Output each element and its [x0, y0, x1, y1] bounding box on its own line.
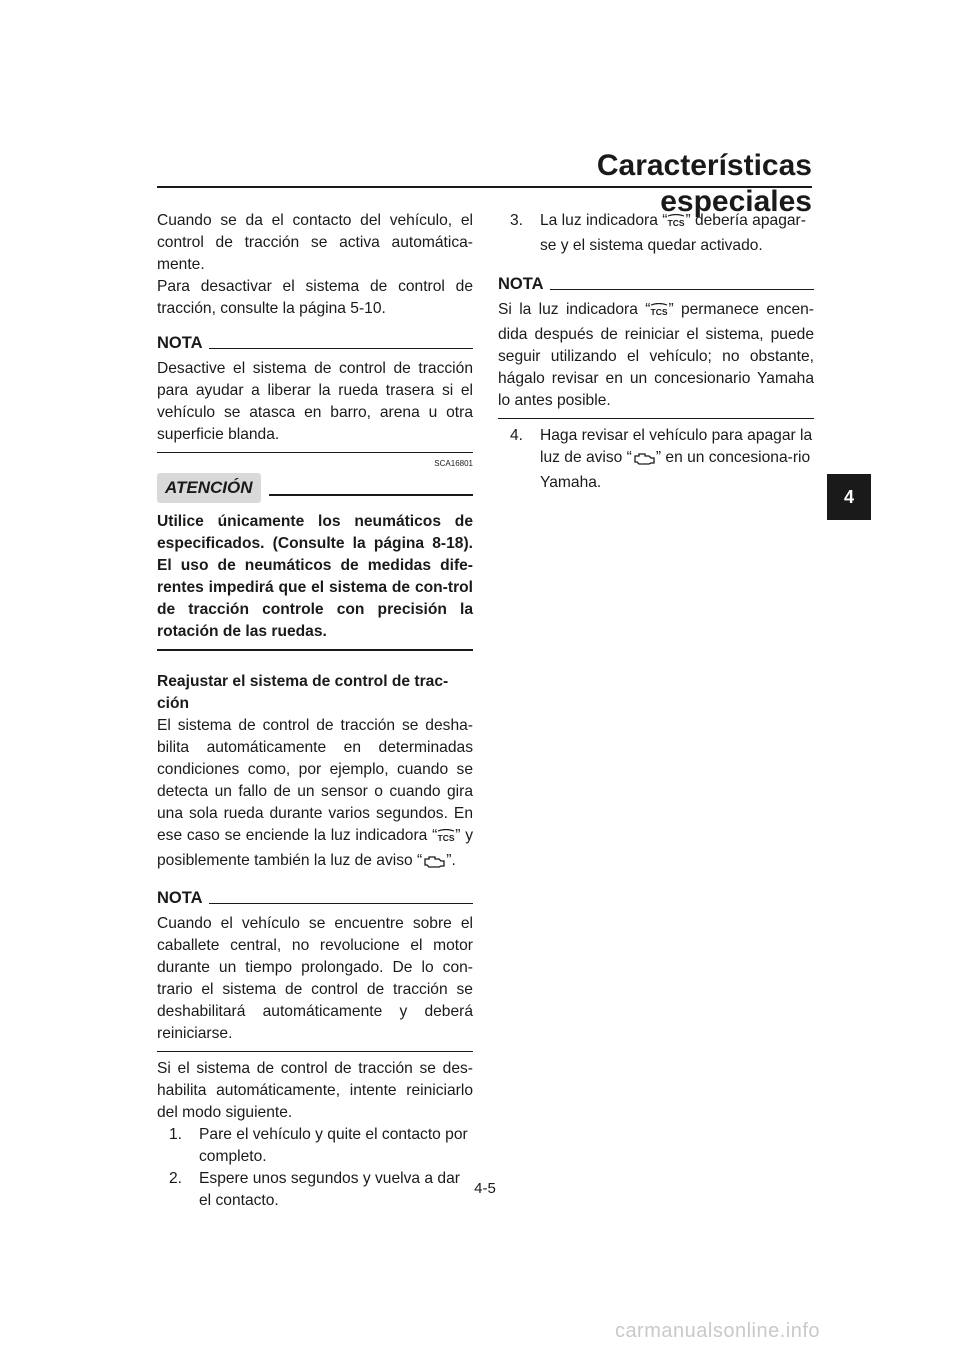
nota-rule: [549, 289, 814, 290]
watermark: carmanualsonline.info: [614, 1320, 820, 1342]
nota-rule: [208, 348, 473, 349]
nota-label: NOTA: [157, 889, 203, 907]
nota-label: NOTA: [157, 334, 203, 352]
step-text: La luz indicadora “TCS” debería apagar-s…: [540, 212, 806, 254]
nota-text-1: Desactive el sistema de control de tracc…: [157, 360, 473, 443]
engine-warning-icon: [422, 853, 446, 875]
caution-code: SCA16801: [434, 459, 473, 468]
tcs-indicator-icon: TCS: [667, 213, 685, 235]
nota-header-2: NOTA: [157, 889, 473, 907]
atencion-header: ATENCIÓN: [157, 473, 473, 503]
engine-warning-icon: [632, 450, 656, 472]
atencion-end-rule: [157, 649, 473, 651]
nota-header-1: NOTA: [157, 334, 473, 352]
step-number: 1.: [169, 1126, 183, 1143]
deactivate-paragraph: Para desactivar el sistema de control de…: [157, 278, 473, 317]
nota-text-3: Si la luz indicadora “TCS” permanece enc…: [498, 301, 814, 409]
step-text: Haga revisar el vehículo para apagar la …: [540, 427, 813, 491]
step-number: 4.: [510, 427, 524, 444]
nota-label: NOTA: [498, 275, 544, 293]
nota-text-2: Cuando el vehículo se encuentre sobre el…: [157, 915, 473, 1042]
restart-paragraph: Si el sistema de control de tracción se …: [157, 1060, 473, 1121]
page-title: Características especiales: [596, 149, 812, 218]
step-number: 2.: [169, 1170, 183, 1187]
atencion-label: ATENCIÓN: [157, 473, 261, 503]
nota-end-rule: [498, 418, 814, 419]
title-rule: [157, 186, 812, 188]
step-item: 2. Espere unos segundos y vuelva a dar e…: [157, 1168, 473, 1212]
svg-text:TCS: TCS: [438, 833, 455, 843]
right-column: 3. La luz indicadora “TCS” debería apaga…: [498, 210, 814, 494]
tcs-indicator-icon: TCS: [437, 828, 455, 850]
nota-rule: [208, 903, 473, 904]
chapter-tab: 4: [827, 474, 871, 520]
tcs-indicator-icon: TCS: [650, 302, 668, 324]
reset-paragraph: El sistema de control de tracción se des…: [157, 715, 473, 875]
section-subheading: Reajustar el sistema de control de trac-…: [157, 673, 449, 712]
nota-end-rule: [157, 1051, 473, 1052]
nota-header-3: NOTA: [498, 275, 814, 293]
nota-end-rule: [157, 452, 473, 453]
atencion-text: Utilice únicamente los neumáticos de esp…: [157, 513, 473, 640]
step-item: 3. La luz indicadora “TCS” debería apaga…: [498, 210, 814, 257]
atencion-rule: [268, 494, 473, 496]
step-item: 1. Pare el vehículo y quite el contacto …: [157, 1124, 473, 1168]
intro-paragraph: Cuando se da el contacto del vehículo, e…: [157, 212, 473, 273]
svg-text:TCS: TCS: [651, 307, 668, 317]
step-text: Pare el vehículo y quite el contacto por…: [199, 1126, 468, 1165]
page-number: 4-5: [474, 1180, 496, 1197]
step-item: 4. Haga revisar el vehículo para apagar …: [498, 425, 814, 494]
step-number: 3.: [510, 212, 524, 229]
svg-text:TCS: TCS: [668, 218, 685, 228]
left-column: Cuando se da el contacto del vehículo, e…: [157, 210, 473, 1212]
step-text: Espere unos segundos y vuelva a dar el c…: [199, 1170, 460, 1209]
